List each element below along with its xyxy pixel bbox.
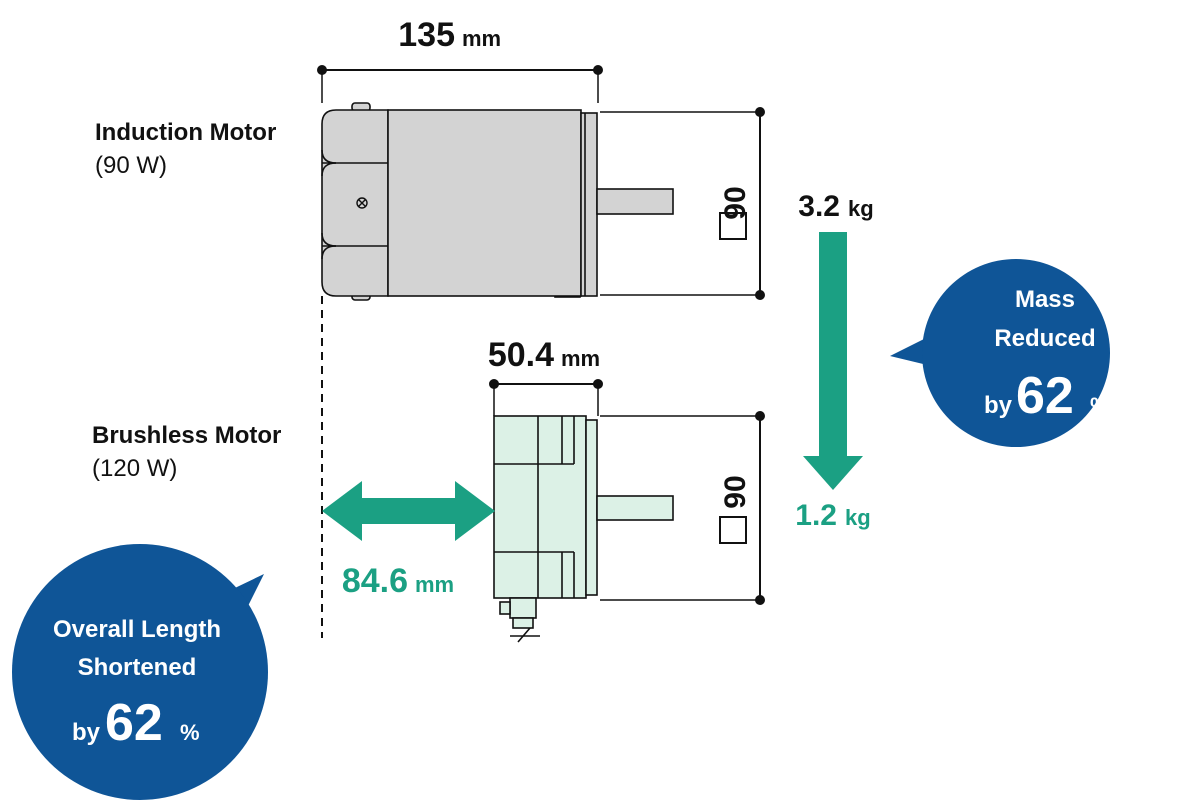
induction-frame-dimension: 90 <box>600 107 765 300</box>
length-callout-line1: Overall Length <box>53 616 221 643</box>
brushless-mass-value: 1.2 <box>795 499 837 532</box>
mass-callout-percent: 62 <box>1016 367 1074 425</box>
induction-length-value: 135 <box>398 16 455 54</box>
induction-motor-name: Induction Motor <box>95 119 276 146</box>
square-frame-icon <box>719 212 747 240</box>
brushless-frame-dimension: 90 <box>600 411 765 605</box>
induction-length-unit: mm <box>462 26 501 51</box>
square-frame-icon <box>719 516 747 544</box>
induction-motor-drawing <box>321 102 674 301</box>
length-callout-percent: 62 <box>105 694 163 752</box>
brushless-mass-unit: kg <box>845 505 871 530</box>
induction-frame-size: 90 <box>719 186 752 219</box>
brushless-motor-name: Brushless Motor <box>92 422 281 449</box>
induction-motor-power: (90 W) <box>95 152 167 179</box>
mass-callout-line2: Reduced <box>994 325 1095 352</box>
length-difference-arrow <box>322 481 495 541</box>
length-difference-value: 84.6 <box>342 562 408 600</box>
brushless-frame-size: 90 <box>719 475 752 508</box>
length-callout-percent-sign: % <box>180 720 200 745</box>
length-shortened-callout: Overall Length Shortened by 62 % <box>12 544 268 800</box>
mass-reduction-arrow <box>803 232 863 490</box>
induction-length-dimension: 135 mm <box>317 16 603 103</box>
brushless-motor-power: (120 W) <box>92 455 177 482</box>
brushless-length-dimension: 50.4 mm <box>488 336 603 416</box>
induction-mass-unit: kg <box>848 196 874 221</box>
brushless-length-value: 50.4 <box>488 336 554 374</box>
brushless-length-unit: mm <box>561 346 600 371</box>
induction-mass-value: 3.2 <box>798 190 840 223</box>
length-callout-line2: Shortened <box>78 654 197 681</box>
mass-reduced-callout: Mass Reduced by 62 % <box>890 259 1110 447</box>
length-difference-unit: mm <box>415 572 454 597</box>
mass-callout-prefix: by <box>984 392 1013 419</box>
brushless-motor-drawing <box>493 415 674 643</box>
length-callout-prefix: by <box>72 719 101 746</box>
mass-callout-line1: Mass <box>1015 286 1075 313</box>
mass-callout-percent-sign: % <box>1090 393 1110 418</box>
